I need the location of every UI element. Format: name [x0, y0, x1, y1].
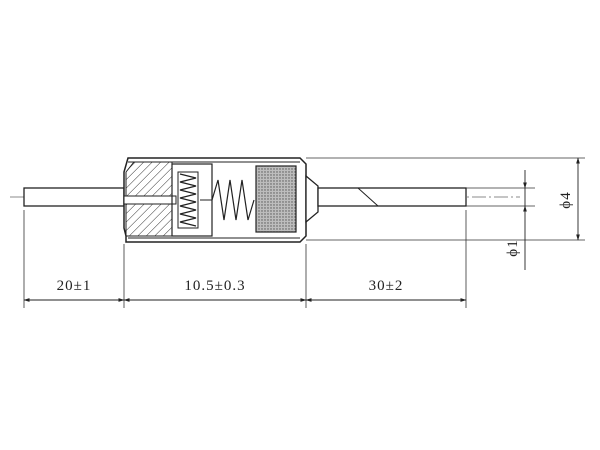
inner-spring [179, 173, 197, 227]
left-lead-wire [23, 187, 125, 207]
main-spring [211, 179, 255, 221]
lead-diameter-label: ϕ1 [505, 239, 521, 256]
right-lead-length-label: 30±2 [369, 278, 404, 294]
extension-lines [23, 210, 467, 308]
body-length-label: 10.5±0.3 [184, 278, 245, 294]
thermal-pellet [255, 165, 297, 233]
left-lead-length-label: 20±1 [57, 278, 92, 294]
right-lead-wire [317, 187, 467, 207]
body-diameter-label: ϕ4 [558, 191, 574, 208]
right-crimp [305, 174, 319, 224]
left-end-seal [125, 161, 173, 237]
internal-lead [123, 195, 177, 205]
